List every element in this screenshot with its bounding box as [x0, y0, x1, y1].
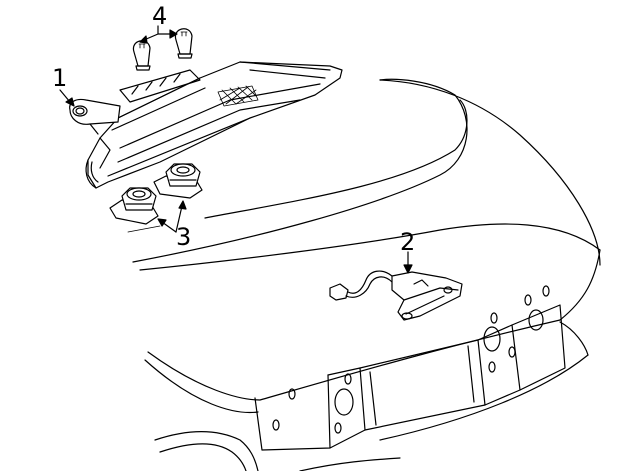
callout-2: 2: [400, 228, 416, 256]
bulbs: [132, 28, 193, 71]
stop-lamp-assembly: [69, 61, 343, 189]
callout-3: 3: [176, 223, 192, 251]
callout-1: 1: [52, 64, 68, 92]
nuts: [109, 163, 203, 233]
leader-lines: [59, 25, 413, 274]
trunk-lid-drawing: [132, 78, 601, 471]
lamp-mesh: [217, 85, 259, 107]
license-lamp: [329, 270, 463, 321]
callout-4: 4: [152, 2, 168, 30]
